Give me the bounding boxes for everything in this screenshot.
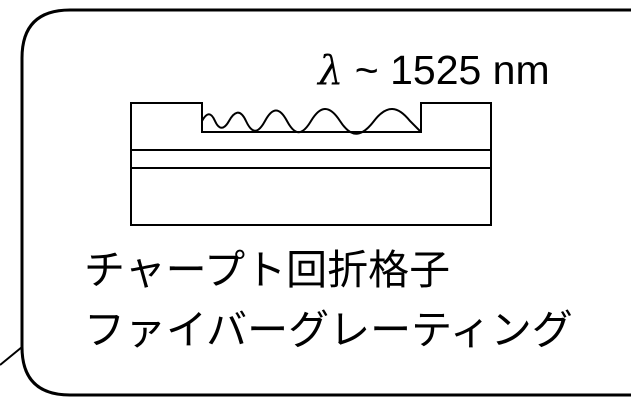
caption-fiber-grating: ファイバーグレーティング: [84, 306, 573, 354]
wavelength-label: λ ~ 1525 nm: [318, 47, 550, 94]
caption-chirped-grating: チャープト回折格子: [84, 246, 451, 294]
grating-cross-section: [130, 102, 492, 226]
wavelength-value: ~ 1525 nm: [343, 47, 550, 93]
chirped-grating-wave: [201, 108, 422, 135]
lambda-symbol: λ: [318, 48, 344, 94]
callout-pointer-line: [0, 346, 23, 366]
fiber-block-outline: [130, 102, 492, 226]
